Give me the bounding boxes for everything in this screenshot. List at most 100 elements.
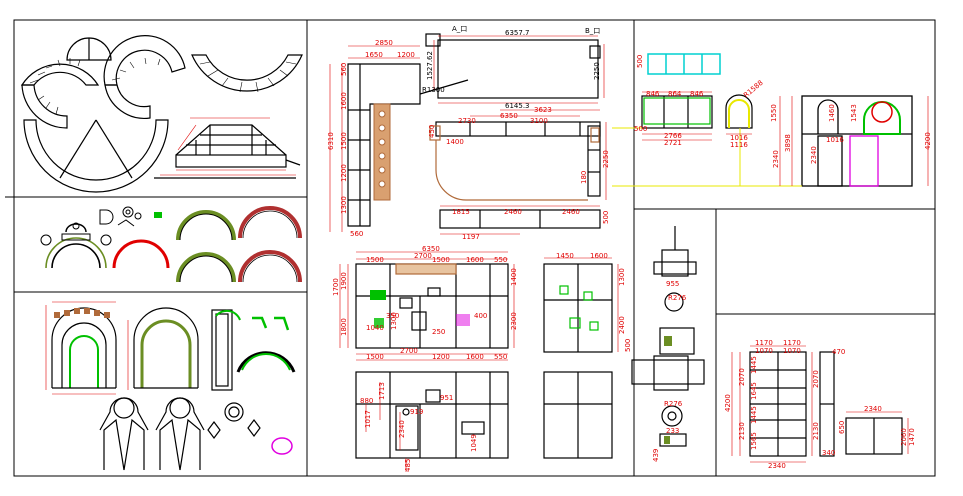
cab-w1: 1170 [755,339,773,347]
fp-total: 6350 [422,245,440,253]
ce-left-b: 1400 [446,138,464,146]
door-dims [45,301,129,395]
fp-t3: 1500 [432,256,450,264]
tp-height-right: 2250 [593,62,601,80]
sd-d: 233 [666,427,679,435]
rt-d17: 4200 [924,132,932,150]
fp-inner3: 1300 [390,312,398,330]
small-icons [40,206,162,246]
rt-d1: 500 [636,55,644,68]
fp-inner5: 400 [474,312,487,320]
rt-d4: 846 [690,90,704,98]
tp-label-left: A_口 [452,25,467,33]
cab-side-h2: 2130 [812,422,820,440]
cab-w3: 1070 [755,347,773,355]
counter-plan-curve [435,140,588,201]
cabinet-elevation [749,351,903,457]
rt-d2: 846 [646,90,660,98]
fp-t2: 2700 [414,252,432,260]
ce-top3: 2730 [458,117,476,125]
tp-radius: R1300 [422,86,445,94]
fp-inner2: 350 [386,312,399,320]
sp-h1: 1300 [618,268,626,286]
cab-tbl-h1: 2060 [900,428,908,446]
ce-top1: 3623 [534,106,552,114]
rt-d10: 1550 [770,104,778,122]
rt-d15: 1543 [850,104,858,122]
cb-b2: 2460 [504,208,522,216]
decor-column [373,103,391,201]
arch-ornaments [45,206,302,283]
rt-d11: 2340 [772,150,780,168]
le-top-a: 1650 [365,51,383,59]
fp-t4: 1600 [466,256,484,264]
small-details [631,226,705,447]
top-plan [419,33,601,99]
cab-h-bot: 2130 [738,422,746,440]
fp-bottom2: 2700 [400,347,418,355]
bridge-dims [160,117,296,176]
le-side-total: 6310 [327,132,335,150]
lower-side-elevation [543,371,613,459]
side-plan-dims [544,257,619,352]
le-s4: 1200 [340,164,348,182]
gate-frames [99,397,261,471]
ce-right-h: 2250 [602,150,610,168]
staircase-plans [20,35,303,193]
sp-w2: 1600 [590,252,608,260]
top-plan-dims [433,35,605,104]
fp-right-h1: 1400 [510,268,518,286]
yellow-guides [612,127,802,187]
le-s3: 1500 [340,132,348,150]
le-s2: 1600 [340,92,348,110]
rt-d16: 1016 [826,136,844,144]
tp-label-right: B_口 [585,27,600,35]
cab-w2: 1170 [783,339,801,347]
lo-d: 919 [410,408,423,416]
fp-left-h2: 1800 [340,318,348,336]
cab-tbl-h3: 650 [838,421,846,434]
tp-overall-bottom: 6145.3 [505,102,530,110]
rt-d13: 2340 [810,146,818,164]
cab-tbl-h2: 1470 [908,428,916,446]
lo-c: 951 [440,394,453,402]
fp-right-h2: 2300 [510,312,518,330]
cab-side-b: 340 [822,449,835,457]
lo-f: 2340 [398,420,406,438]
counter-base [439,209,601,229]
counter-elevation [429,121,601,197]
rt-d9: R1588 [742,79,765,100]
fp-bottom4: 1600 [466,353,484,361]
shop-front [641,94,753,129]
rt-d14: 1460 [828,104,836,122]
cab-h-total: 4200 [724,394,732,412]
rt-d18: 500 [634,125,647,133]
right-top-dims [642,91,929,186]
rt-d6: 2721 [664,139,682,147]
le-top-total: 2850 [375,39,393,47]
le-s1: 560 [340,63,348,76]
cb-b5: 1197 [462,233,480,241]
cb-b1: 1815 [452,208,470,216]
sd-a: 955 [666,280,679,288]
cab-c1: 1445 [750,356,758,374]
sp-h2: 2400 [618,316,626,334]
sp-h3: 500 [624,339,632,352]
fp-bottom3: 1200 [432,353,450,361]
cab-h-top: 2070 [738,368,746,386]
counter-dims [440,109,607,235]
arch-doorways [51,307,296,391]
l-elevation [347,63,421,227]
panel-frames [5,19,936,477]
tp-height-left: 1527.62 [426,51,434,80]
kiosk-elevation [801,95,913,187]
sp-w1: 1450 [556,252,574,260]
fp-inner1: 1040 [366,324,384,332]
cabinet-dims [731,345,909,463]
cab-tbl-w: 2340 [864,405,882,413]
tp-overall-top: 6357.7 [505,29,530,37]
magenta-badge [271,437,293,455]
fp-t1: 1500 [366,256,384,264]
lower-elevation [355,371,509,459]
